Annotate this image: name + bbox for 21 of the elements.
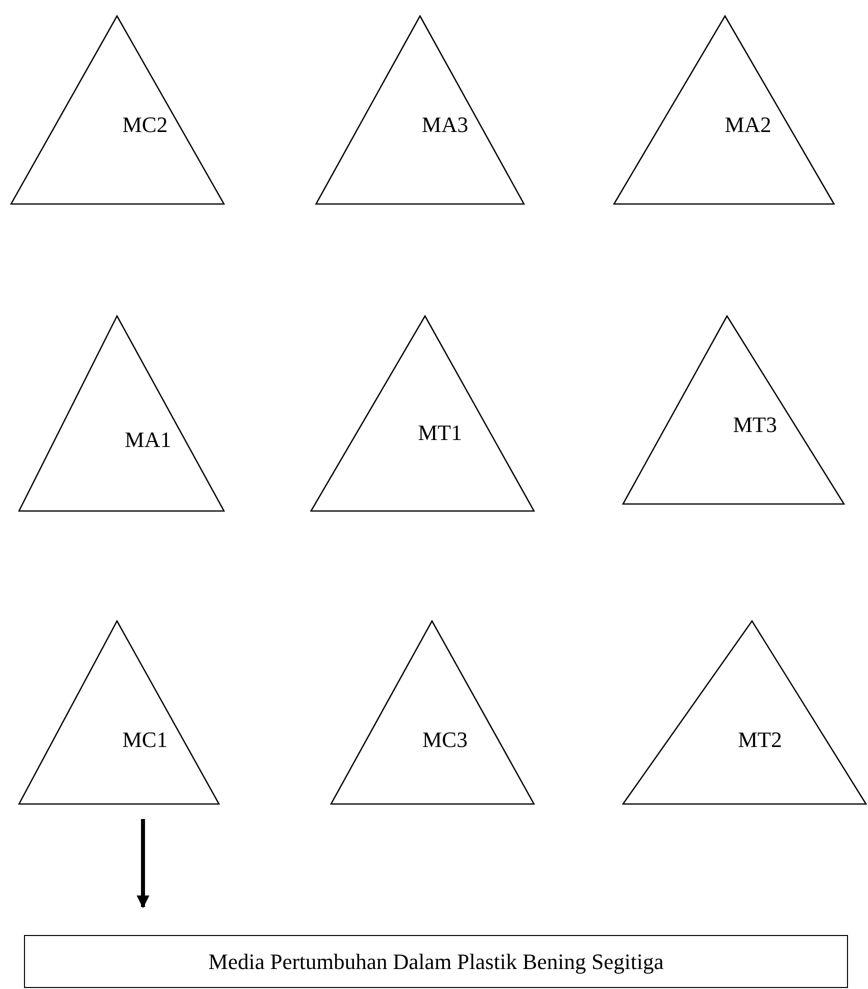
triangle-shape bbox=[622, 620, 867, 805]
triangle-label: MT3 bbox=[733, 414, 777, 436]
triangle-label: MA1 bbox=[124, 429, 172, 451]
triangle-shape bbox=[18, 620, 220, 805]
triangle-label: MC2 bbox=[122, 114, 168, 136]
triangle-label: MA3 bbox=[422, 114, 468, 136]
triangle-shape bbox=[330, 620, 535, 805]
triangle-label: MC3 bbox=[422, 729, 468, 751]
triangle-shape bbox=[10, 15, 225, 205]
box-label: Media Pertumbuhan Dalam Plastik Bening Segitiga bbox=[208, 950, 664, 972]
triangle-shape bbox=[310, 315, 535, 512]
triangle-label: MA2 bbox=[724, 114, 772, 136]
triangle-label: MT1 bbox=[418, 422, 462, 444]
arrow bbox=[136, 819, 150, 908]
triangle-label: MC1 bbox=[122, 729, 168, 751]
label-box bbox=[24, 935, 848, 988]
triangle-shape bbox=[315, 15, 525, 205]
triangle-label: MT2 bbox=[738, 729, 782, 751]
triangle-shape bbox=[613, 15, 835, 205]
triangle-shape bbox=[622, 315, 845, 505]
triangle-shape bbox=[18, 315, 225, 512]
